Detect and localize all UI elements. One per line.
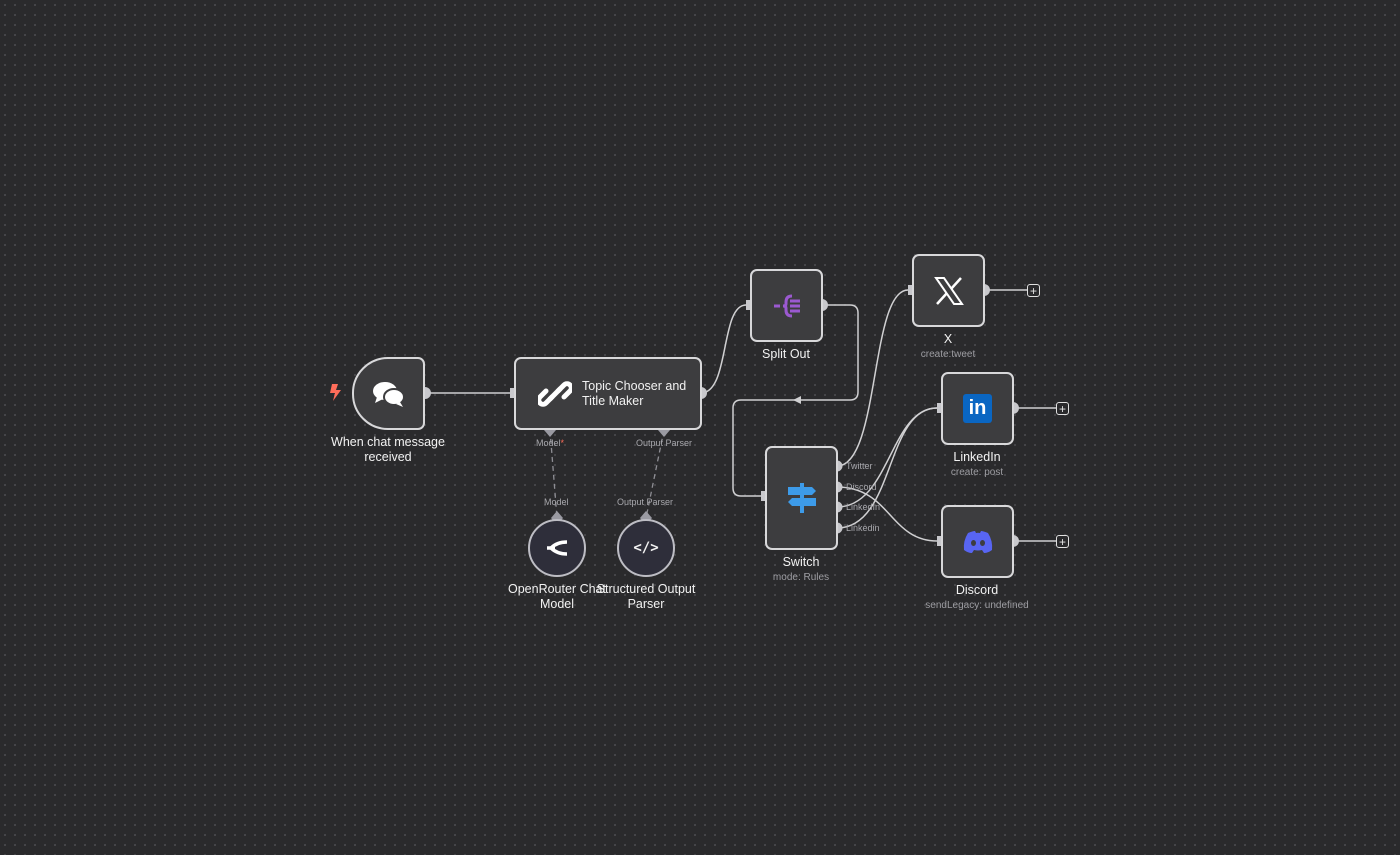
switch-output-discord: Discord [846,482,877,492]
node-structured-parser[interactable]: </> [617,519,675,577]
linkedin-logo-icon: in [963,394,992,423]
node-chat-trigger[interactable] [352,357,425,430]
add-node-button[interactable]: + [1027,284,1040,297]
add-node-button[interactable]: + [1056,535,1069,548]
node-discord[interactable] [941,505,1014,578]
node-label: OpenRouter Chat Model [508,582,606,611]
switch-output-linkedin: LinkedIn [846,502,881,512]
node-label: Discord [955,583,999,597]
code-icon: </> [633,540,659,556]
edge-linkedin2-linkedin [836,407,938,529]
node-label: Split Out [762,347,810,361]
edge-agent-split [700,304,747,394]
node-label: X [943,332,953,346]
node-label: LinkedIn [953,450,1001,464]
x-logo-icon [933,276,964,305]
switch-output-twitter: Twitter [846,461,873,471]
node-label: Switch [782,555,820,569]
edge-parser [645,429,665,519]
node-ai-agent[interactable]: Topic Chooser and Title Maker [514,357,702,430]
node-switch[interactable] [765,446,838,550]
node-label: Structured Output Parser [596,582,696,611]
node-subtitle: mode: Rules [772,572,830,583]
edge-discord-discord [836,486,938,542]
port-parser-label: Output Parser [636,438,693,448]
node-subtitle: sendLegacy: undefined [925,600,1029,611]
openrouter-icon [547,540,568,556]
edge-twitter-x [836,289,909,467]
port-model-label: Model [544,497,569,507]
link-chain-icon [538,380,572,407]
switch-output-linkedin-2: Linkedin [846,523,880,533]
node-subtitle: create:tweet [920,349,976,360]
node-openrouter[interactable] [528,519,586,577]
port-model-label: Model* [536,438,564,448]
signpost-icon [787,483,816,513]
node-label: When chat message received [331,435,445,464]
add-node-button[interactable]: + [1056,402,1069,415]
node-subtitle: create: post [950,467,1004,478]
port-parser-label: Output Parser [617,497,674,507]
chat-bubbles-icon [372,381,405,407]
trigger-bolt-icon [330,384,341,401]
discord-logo-icon [963,530,992,553]
edge-model [549,429,558,519]
split-icon [773,294,800,317]
required-star: * [560,438,565,448]
node-label: Topic Chooser and Title Maker [582,378,687,408]
node-split-out[interactable] [750,269,823,342]
port-model-text: Model [536,438,561,448]
node-x[interactable] [912,254,985,327]
node-linkedin[interactable]: in [941,372,1014,445]
